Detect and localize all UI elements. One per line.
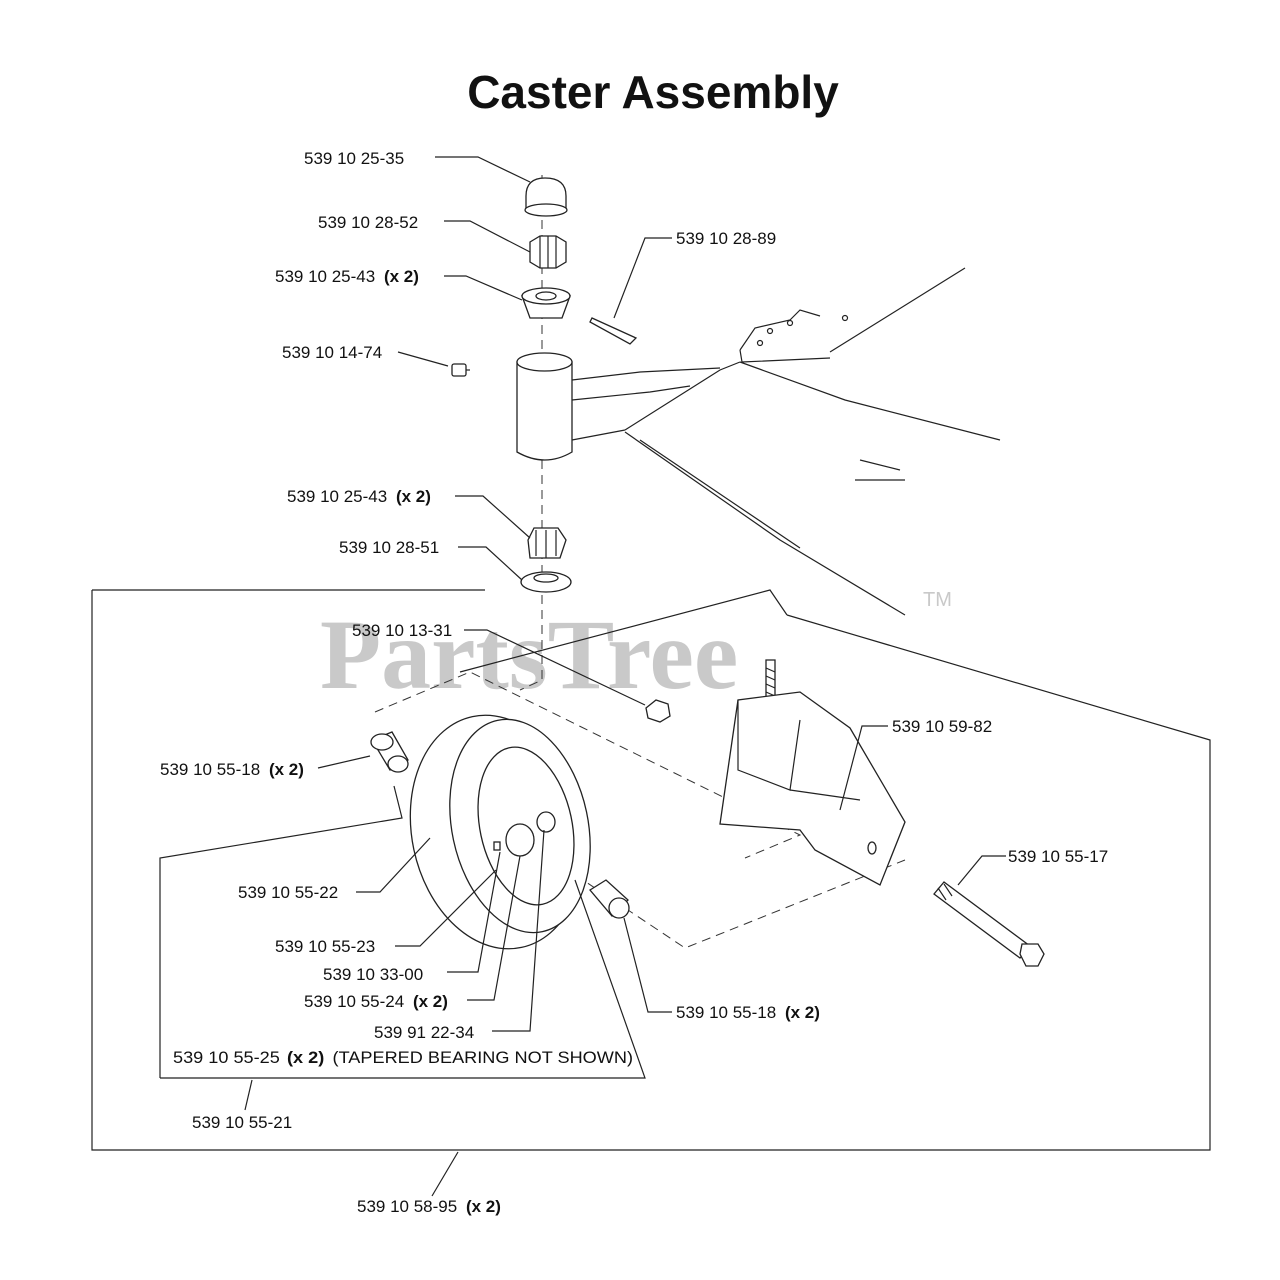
- leader-lines: [159, 156, 1006, 1197]
- callout-wheel-assembly: 539 10 55-21: [192, 1113, 292, 1132]
- callout-bearing-bottom: 539 10 25-43 (x 2): [287, 487, 431, 506]
- callout-spacer-left: 539 10 55-18 (x 2): [160, 760, 304, 779]
- callout-spacer-right: 539 10 55-18 (x 2): [676, 1003, 820, 1022]
- callout-hub-fitting: 539 91 22-34: [374, 1023, 474, 1042]
- wheel-tire-part: [409, 714, 591, 950]
- spacer-right-part: [589, 879, 630, 919]
- grease-fitting-part: [451, 363, 470, 377]
- callout-bolt: 539 10 55-17: [1008, 847, 1108, 866]
- callout-nut: 539 10 13-31: [352, 621, 452, 640]
- wheel-axis-dashed: [374, 671, 802, 859]
- dust-cap-part: [524, 177, 568, 217]
- callout-fork: 539 10 59-82: [892, 717, 992, 736]
- deck-frame-drawing: [571, 267, 1001, 616]
- spacer-left-part: [370, 731, 409, 773]
- kingpin-axis-line: [519, 175, 543, 691]
- callout-caster-assembly: 539 10 58-95 (x 2): [357, 1197, 501, 1216]
- callout-valve: 539 10 33-00: [323, 965, 423, 984]
- cotter-pin-part: [589, 317, 638, 345]
- caster-tube-part: [516, 352, 573, 461]
- callout-tapered-bearing: 539 10 55-25 (x 2) (TAPERED BEARING NOT …: [173, 1048, 633, 1067]
- callout-bearing-top: 539 10 25-43 (x 2): [275, 267, 419, 286]
- caster-assembly-outline: [91, 590, 1211, 1151]
- callout-grease-fitting: 539 10 14-74: [282, 343, 382, 362]
- page-title: Caster Assembly: [467, 66, 839, 118]
- lower-bearing-part: [527, 527, 567, 559]
- callout-tire: 539 10 55-22: [238, 883, 338, 902]
- hex-nut-part: [645, 699, 671, 723]
- callout-cap: 539 10 25-35: [304, 149, 404, 168]
- axle-bolt-part: [933, 881, 1045, 967]
- caster-fork-part: [719, 659, 906, 886]
- castle-nut-part: [529, 235, 567, 269]
- callout-cotter-pin: 539 10 28-89: [676, 229, 776, 248]
- watermark-tm: TM: [923, 589, 952, 611]
- seal-part: [520, 571, 572, 593]
- callout-seal: 539 10 28-51: [339, 538, 439, 557]
- upper-bearing-part: [521, 287, 571, 319]
- callout-hub-bearing: 539 10 55-24 (x 2): [304, 992, 448, 1011]
- watermark-brand: PartsTree: [320, 599, 738, 710]
- callout-rim: 539 10 55-23: [275, 937, 375, 956]
- callout-castle-nut: 539 10 28-52: [318, 213, 418, 232]
